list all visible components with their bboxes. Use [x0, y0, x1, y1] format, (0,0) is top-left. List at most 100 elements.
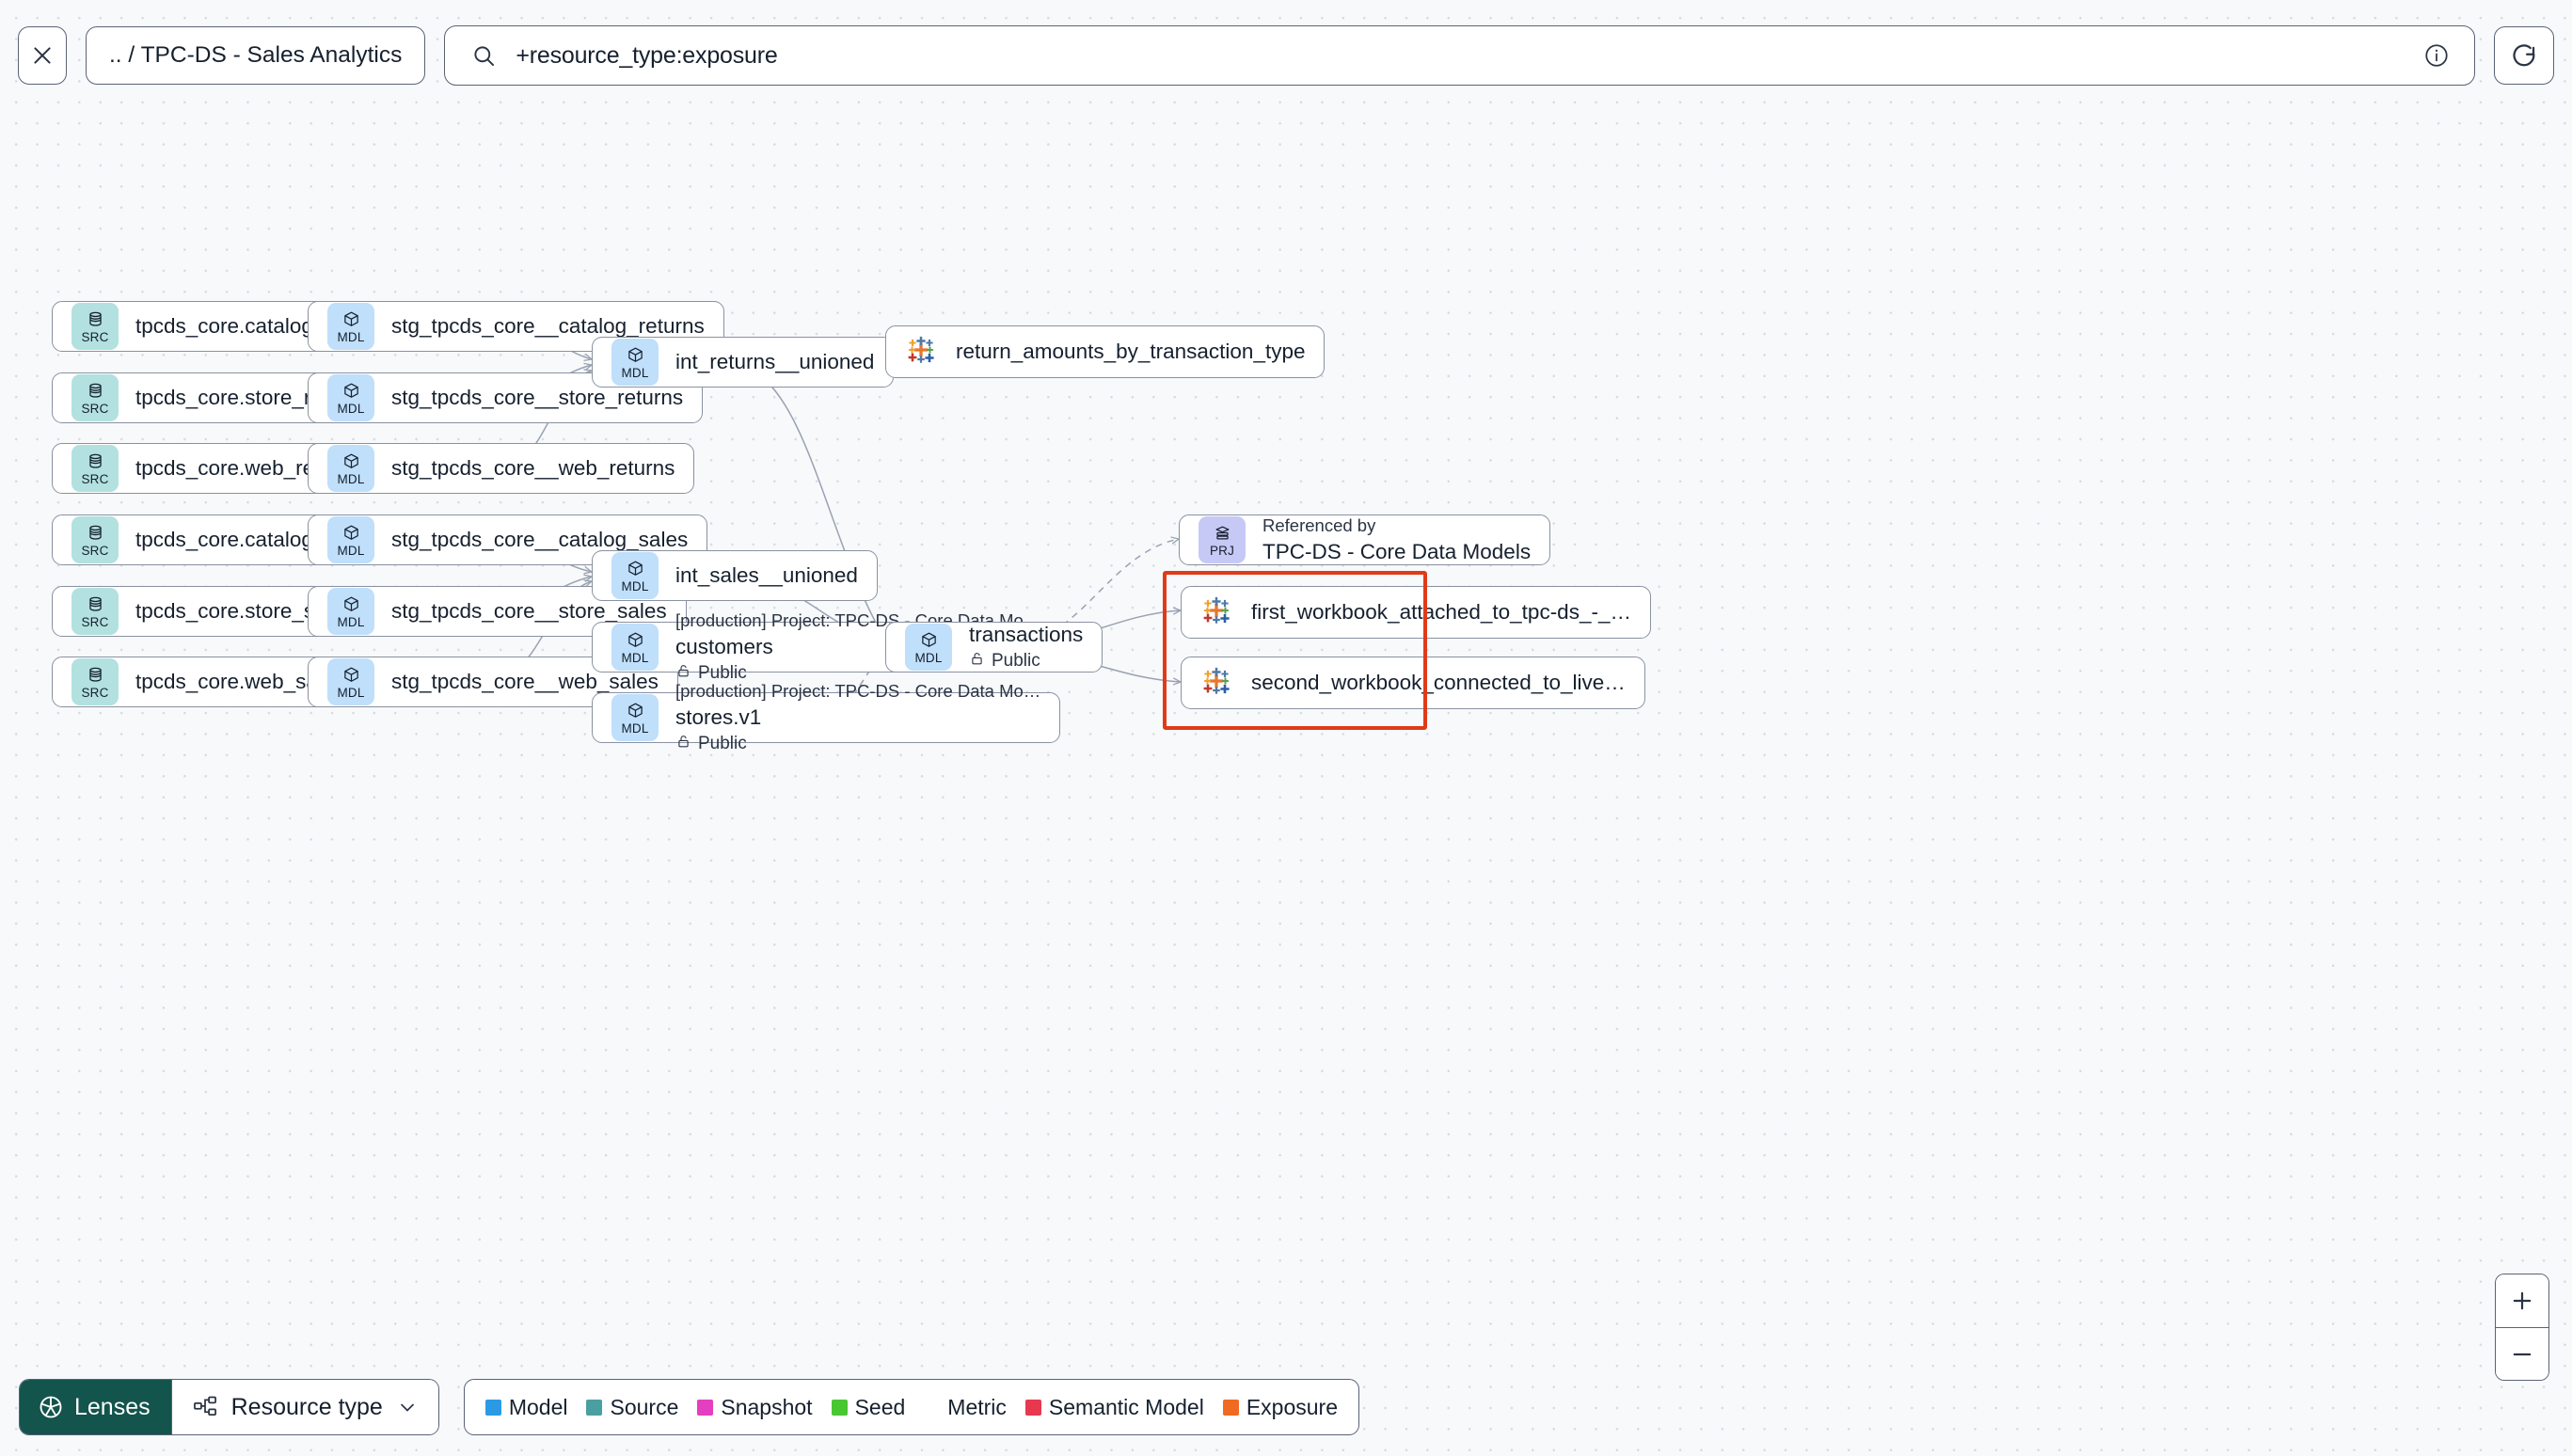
legend-swatch [1024, 1399, 1041, 1416]
tableau-exposure-icon [905, 334, 937, 371]
badge-label: MDL [914, 651, 943, 666]
legend-item-metric[interactable]: Metric [924, 1395, 1007, 1420]
lineage-node-exp-first-workbook[interactable]: first_workbook_attached_to_tpc-ds_-_… [1181, 586, 1651, 639]
resource-type-dropdown[interactable]: Resource type [170, 1380, 438, 1434]
model-glyph-icon [342, 451, 360, 471]
lineage-node-mdl-transactions[interactable]: MDL transactions Public [885, 622, 1103, 673]
tableau-exposure-icon [1200, 665, 1232, 702]
mdl-badge-icon: MDL [611, 694, 659, 741]
src-badge-icon: SRC [71, 516, 119, 563]
lenses-label: Lenses [74, 1393, 151, 1420]
badge-label: MDL [621, 651, 649, 666]
legend-swatch [1222, 1399, 1239, 1416]
legend-label: Snapshot [721, 1394, 813, 1419]
tableau-exposure-icon [1200, 594, 1232, 631]
node-body: [production] Project: TPC-DS - Core Data… [675, 610, 1040, 685]
breadcrumb[interactable]: .. / TPC-DS - Sales Analytics [86, 26, 426, 85]
legend-label: Exposure [1246, 1394, 1338, 1419]
badge-label: MDL [337, 615, 365, 630]
minus-icon [2509, 1341, 2535, 1368]
refresh-button[interactable] [2494, 26, 2554, 85]
legend-label: Model [508, 1394, 568, 1419]
search-input[interactable]: +resource_type:exposure [444, 25, 2475, 86]
node-body: return_amounts_by_transaction_type [956, 340, 1305, 364]
legend-swatch [924, 1400, 940, 1416]
legend-swatch [586, 1399, 603, 1416]
badge-label: MDL [621, 366, 649, 381]
lenses-group: Lenses Resource type [19, 1379, 439, 1435]
info-circle-icon[interactable] [2423, 42, 2450, 69]
node-body: stg_tpcds_core__store_sales [391, 599, 667, 624]
model-glyph-icon [342, 522, 360, 543]
lineage-node-exp-return-amounts[interactable]: return_amounts_by_transaction_type [885, 325, 1326, 378]
legend-item-snapshot[interactable]: Snapshot [697, 1394, 813, 1420]
node-body: [production] Project: TPC-DS - Core Data… [675, 681, 1040, 755]
zoom-controls [2495, 1274, 2549, 1381]
mdl-badge-icon: MDL [905, 624, 952, 671]
legend-item-model[interactable]: Model [484, 1394, 568, 1420]
mdl-badge-icon: MDL [327, 303, 374, 350]
legend-item-semantic-model[interactable]: Semantic Model [1024, 1394, 1204, 1420]
node-title: stg_tpcds_core__web_returns [391, 456, 675, 480]
badge-label: SRC [81, 544, 109, 559]
node-title: first_workbook_attached_to_tpc-ds_-_… [1251, 600, 1631, 624]
model-glyph-icon [342, 664, 360, 685]
node-body: stg_tpcds_core__web_returns [391, 456, 675, 481]
legend-label: Metric [947, 1394, 1007, 1419]
lineage-node-mdl-stg-web-returns[interactable]: MDL stg_tpcds_core__web_returns [308, 443, 695, 494]
badge-label: SRC [81, 686, 109, 701]
mdl-badge-icon: MDL [327, 588, 374, 635]
model-glyph-icon [627, 700, 644, 720]
legend-item-seed[interactable]: Seed [831, 1395, 905, 1420]
legend-swatch [831, 1399, 848, 1416]
mdl-badge-icon: MDL [611, 624, 659, 671]
node-body: int_returns__unioned [675, 350, 874, 374]
lineage-node-mdl-int-returns-unioned[interactable]: MDL int_returns__unioned [592, 337, 895, 388]
lenses-button[interactable]: Lenses [20, 1380, 171, 1434]
node-body: stg_tpcds_core__catalog_returns [391, 314, 705, 339]
node-tree-icon [192, 1394, 218, 1420]
lineage-node-exp-second-workbook[interactable]: second_workbook_connected_to_live… [1181, 657, 1645, 709]
badge-label: SRC [81, 402, 109, 417]
lineage-node-mdl-int-sales-unioned[interactable]: MDL int_sales__unioned [592, 550, 878, 601]
badge-label: MDL [337, 686, 365, 701]
src-badge-icon: SRC [71, 303, 119, 350]
node-body: first_workbook_attached_to_tpc-ds_-_… [1251, 600, 1631, 625]
mdl-badge-icon: MDL [327, 445, 374, 492]
model-glyph-icon [342, 309, 360, 329]
node-title: stg_tpcds_core__catalog_sales [391, 528, 689, 551]
src-badge-icon: SRC [71, 374, 119, 421]
node-visibility-label: Public [992, 651, 1040, 671]
close-icon [30, 43, 55, 68]
unlock-icon [675, 663, 691, 685]
mdl-badge-icon: MDL [611, 339, 659, 386]
node-body: stg_tpcds_core__catalog_sales [391, 528, 688, 552]
legend-swatch [697, 1399, 714, 1416]
source-glyph-icon [87, 522, 104, 543]
node-project-label: Referenced by [1262, 515, 1376, 535]
chevron-down-icon [396, 1396, 419, 1418]
model-glyph-icon [342, 380, 360, 401]
mdl-badge-icon: MDL [327, 374, 374, 421]
node-body: second_workbook_connected_to_live… [1251, 671, 1626, 695]
badge-label: MDL [621, 579, 649, 594]
node-visibility-label: Public [698, 663, 747, 683]
source-glyph-icon [87, 593, 104, 614]
zoom-in-button[interactable] [2496, 1274, 2548, 1327]
node-title: stores.v1 [675, 704, 762, 729]
close-button[interactable] [18, 26, 67, 85]
mdl-badge-icon: MDL [327, 658, 374, 705]
lineage-canvas[interactable]: SRC tpcds_core.catalog_returns SRC tpcds… [0, 111, 2572, 1456]
legend-item-source[interactable]: Source [586, 1395, 678, 1420]
badge-label: MDL [337, 402, 365, 417]
lineage-node-mdl-stores-v1[interactable]: MDL [production] Project: TPC-DS - Core … [592, 681, 1061, 753]
zoom-out-button[interactable] [2496, 1327, 2548, 1380]
source-glyph-icon [87, 451, 104, 471]
node-title: transactions [969, 622, 1084, 646]
legend-label: Semantic Model [1048, 1394, 1204, 1419]
legend-item-exposure[interactable]: Exposure [1222, 1394, 1338, 1420]
node-title: second_workbook_connected_to_live… [1251, 671, 1626, 694]
node-visibility: Public [675, 734, 1040, 755]
